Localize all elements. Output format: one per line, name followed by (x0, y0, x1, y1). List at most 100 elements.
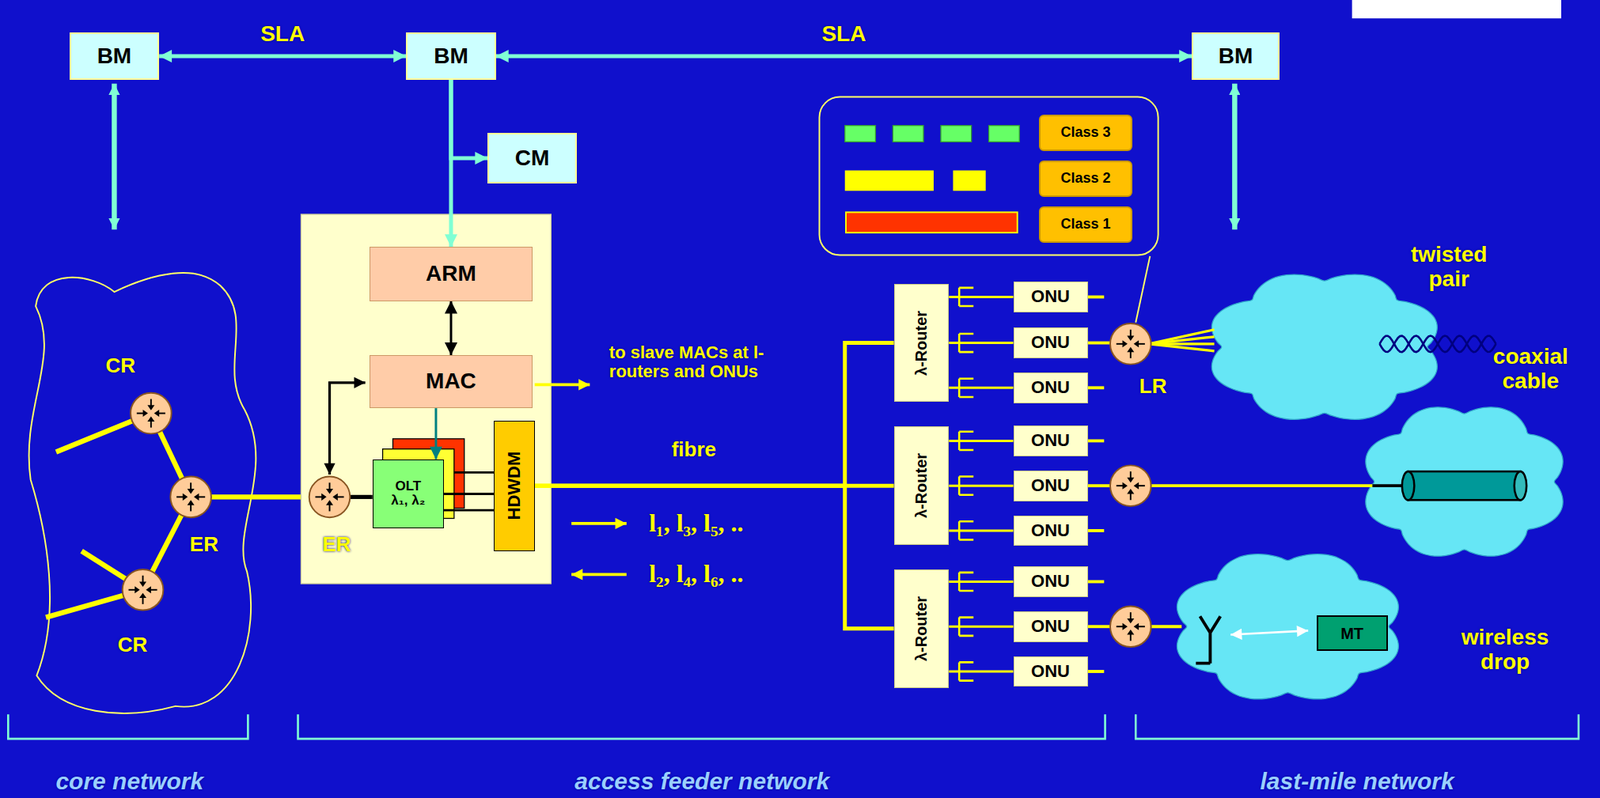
router-body (130, 393, 172, 435)
text-block: MT (1340, 625, 1364, 643)
downstream-arrow (571, 522, 627, 526)
node-text: BM (433, 44, 469, 69)
lambda-router-box: λ-Router (894, 569, 950, 689)
control-function-box: MAC (369, 355, 533, 409)
class3-packet (940, 125, 972, 143)
router-arrow (176, 493, 188, 501)
control-arrow (443, 492, 494, 496)
class1-packet (845, 212, 1018, 233)
node-text: ONU (1031, 431, 1070, 451)
router-arrow (1126, 329, 1134, 342)
terminal-box: MT (1316, 615, 1388, 652)
section-label: access feeder network (574, 768, 830, 795)
manager-box: BM (1191, 32, 1280, 80)
router-arrow (1133, 623, 1146, 631)
router-arrow-head (321, 493, 327, 501)
radio-link-arrow (1230, 630, 1309, 635)
text-block: ONU (1031, 572, 1070, 592)
text-block: ONU (1031, 476, 1070, 496)
node-text: λ-Router (912, 310, 930, 376)
core-network-outline (29, 272, 257, 714)
router-arrow (139, 576, 147, 588)
onu-stub (1088, 439, 1105, 443)
node-text: ONU (1031, 378, 1070, 398)
class2-packet (845, 170, 934, 191)
edge-label: SLA (821, 22, 866, 47)
text-block: ONU (1031, 521, 1070, 541)
fibre-link (948, 529, 1013, 532)
text-block: λ-Router (912, 310, 930, 376)
router-arrow-head (1122, 482, 1127, 490)
router-arrow-head (1126, 618, 1134, 624)
fibre-link (948, 341, 1013, 345)
onu-stub (1088, 580, 1105, 584)
class-flag: Class 3 (1038, 114, 1134, 152)
onu-stub (1088, 625, 1111, 629)
router-symbol (1110, 465, 1152, 507)
section-bracket (7, 714, 248, 740)
router-arrow-head (143, 409, 148, 418)
node-text: MT (1340, 625, 1364, 643)
manager-box: BM (405, 32, 496, 80)
section-bracket (298, 714, 1106, 740)
router-arrow (187, 500, 195, 512)
router-arrow (1126, 629, 1134, 641)
router-arrow-head (1133, 623, 1139, 631)
router-arrow-head (134, 586, 140, 594)
node-text: ONU (1031, 662, 1070, 682)
router-arrow (154, 409, 166, 418)
onu-box: ONU (1013, 515, 1089, 547)
router-arrow-head (139, 593, 147, 599)
annotation: l₂, l₄, l₆, .. (648, 561, 744, 589)
management-arrow (451, 79, 488, 159)
router-body (170, 477, 212, 519)
text-block: ONU (1031, 431, 1070, 451)
onu-box: ONU (1013, 470, 1089, 502)
router-body (1110, 606, 1152, 648)
text-block: Class 1 (1061, 216, 1111, 233)
text-block: ONU (1031, 617, 1070, 637)
router-arrow-head (139, 581, 147, 587)
router-symbol (170, 477, 212, 519)
antenna-symbol (1195, 616, 1221, 664)
text-block: ONU (1031, 287, 1070, 307)
node-text: λ-Router (912, 453, 930, 519)
text-block: HDWDM (504, 451, 524, 521)
node-text: Class 1 (1061, 216, 1111, 233)
control-arrow (434, 408, 437, 460)
management-arrow (1232, 83, 1237, 231)
class3-packet (845, 125, 876, 143)
router-label: ER (189, 532, 219, 556)
node-text: Class 2 (1061, 170, 1111, 187)
text-block: λ-Router (912, 596, 930, 662)
router-arrow-head (1126, 336, 1134, 342)
onu-box: ONU (1013, 372, 1089, 404)
router-arrow (139, 593, 147, 605)
router-arrow-head (326, 500, 334, 505)
callout-leader (1135, 256, 1150, 323)
router-arrow-head (1126, 629, 1134, 635)
router-arrow (332, 493, 344, 501)
fibre-link (948, 670, 1013, 673)
router-arrow (147, 416, 155, 428)
onu-stub (1088, 529, 1105, 533)
twisted-pair-cloud (1211, 274, 1437, 420)
class2-packet (952, 170, 986, 191)
router-arrow (187, 482, 195, 494)
onu-stub (1088, 484, 1111, 488)
copper-pair-line (1148, 344, 1215, 352)
router-arrow (193, 493, 205, 501)
router-arrow-head (147, 416, 155, 421)
router-label: LR (1139, 374, 1168, 398)
node-text: λ-Router (912, 596, 930, 662)
text-block: ARM (425, 261, 477, 287)
node-text: λ₁, λ₂ (390, 493, 425, 509)
wdm-box: HDWDM (493, 420, 535, 552)
manager-box: BM (69, 32, 160, 80)
class-flag: Class 1 (1038, 206, 1134, 243)
coax-cable-symbol (1408, 471, 1521, 501)
control-function-box: ARM (369, 246, 533, 301)
text-block: Class 2 (1061, 170, 1111, 187)
router-label: CR (105, 354, 136, 378)
